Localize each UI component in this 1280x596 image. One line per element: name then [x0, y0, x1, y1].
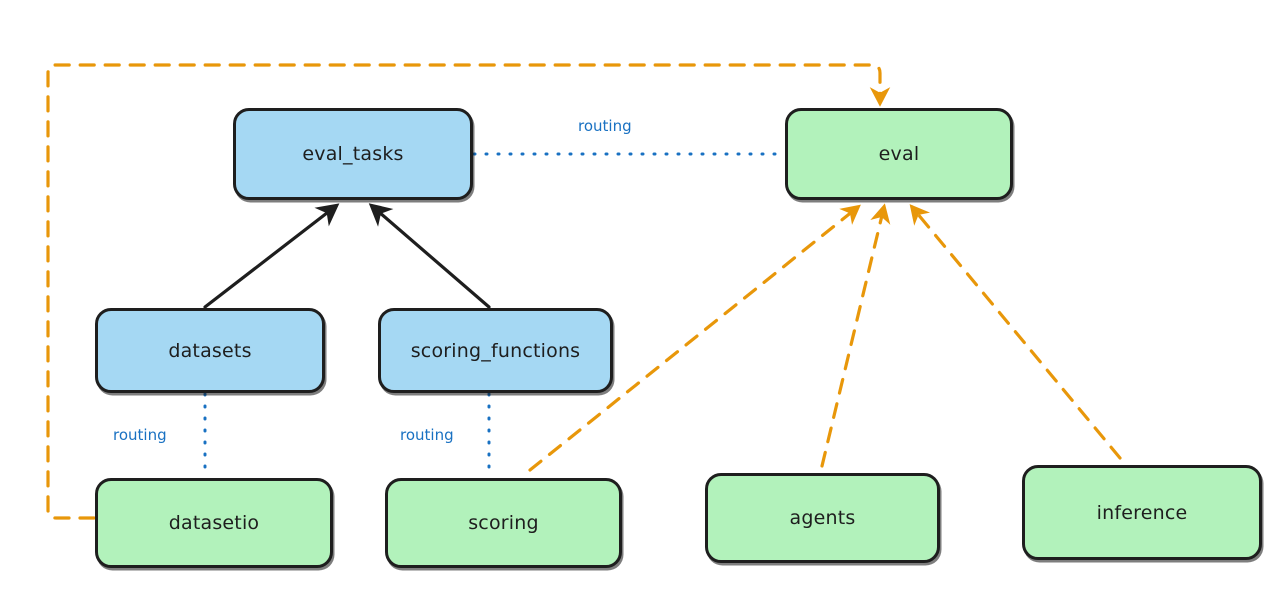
node-scoring[interactable]: scoring	[385, 478, 622, 568]
node-label-datasetio: datasetio	[168, 512, 260, 534]
node-label-scoring_functions: scoring_functions	[410, 339, 581, 362]
node-label-inference: inference	[1096, 501, 1188, 524]
edge-label-routing-scoring_functions-scoring: routing	[400, 426, 454, 444]
node-agents[interactable]: agents	[705, 473, 940, 563]
node-eval[interactable]: eval	[785, 108, 1013, 200]
node-scoring_functions[interactable]: scoring_functions	[378, 308, 613, 393]
node-label-scoring: scoring	[468, 512, 539, 534]
node-eval_tasks[interactable]: eval_tasks	[233, 108, 473, 200]
node-datasetio[interactable]: datasetio	[95, 478, 333, 568]
node-label-datasets: datasets	[168, 339, 252, 362]
edge-scoring_functions-to-eval_tasks	[368, 203, 491, 309]
node-datasets[interactable]: datasets	[95, 308, 325, 393]
node-inference[interactable]: inference	[1022, 465, 1262, 560]
node-label-eval: eval	[878, 143, 920, 165]
edge-agents-to-eval	[820, 203, 891, 468]
node-label-agents: agents	[789, 507, 856, 529]
edge-label-routing-datasets-datasetio: routing	[113, 426, 167, 444]
edge-inference-to-eval	[909, 204, 1122, 460]
node-label-eval_tasks: eval_tasks	[302, 143, 404, 165]
edge-datasets-to-eval_tasks	[203, 203, 340, 309]
edge-label-routing-eval_tasks-eval: routing	[578, 117, 632, 135]
